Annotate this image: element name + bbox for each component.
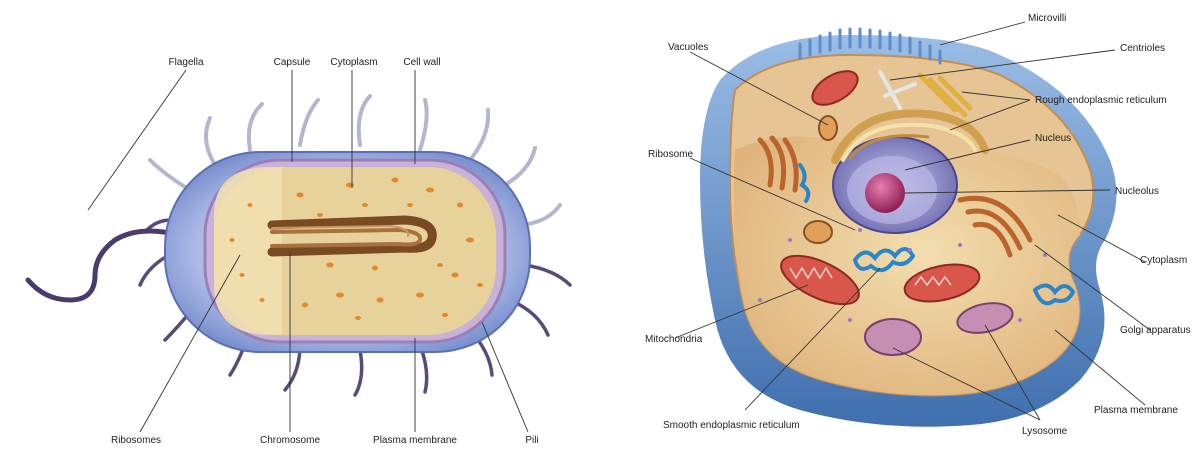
label-ribosomes: Ribosomes	[111, 435, 161, 446]
label-chromosome: Chromosome	[260, 435, 320, 446]
label-plasma-membrane: Plasma membrane	[373, 435, 457, 446]
label-centrioles: Centrioles	[1120, 43, 1165, 54]
label-cytoplasm-euk: Cytoplasm	[1140, 255, 1187, 266]
label-ribosome: Ribosome	[648, 149, 693, 160]
label-cytoplasm: Cytoplasm	[330, 57, 377, 68]
label-nucleolus: Nucleolus	[1115, 186, 1159, 197]
label-nucleus: Nucleus	[1035, 133, 1071, 144]
label-vacuoles: Vacuoles	[668, 42, 708, 53]
label-golgi: Golgi apparatus	[1120, 325, 1191, 336]
label-lysosome: Lysosome	[1022, 426, 1068, 437]
eukaryotic-cell: Microvilli Vacuoles Centrioles Rough end…	[645, 13, 1191, 437]
label-pili: Pili	[525, 435, 538, 446]
label-microvilli: Microvilli	[1028, 13, 1066, 24]
label-rough-er: Rough endoplasmic reticulum	[1035, 95, 1167, 106]
label-flagella: Flagella	[168, 57, 203, 68]
label-mitochondria: Mitochondria	[645, 334, 703, 345]
label-cell-wall: Cell wall	[403, 57, 440, 68]
label-capsule: Capsule	[274, 57, 311, 68]
nucleolus	[865, 173, 905, 213]
prokaryotic-cell: Flagella Capsule Cytoplasm Cell wall Rib…	[28, 57, 570, 446]
label-plasma-membrane-euk: Plasma membrane	[1094, 405, 1178, 416]
label-smooth-er: Smooth endoplasmic reticulum	[663, 420, 800, 431]
